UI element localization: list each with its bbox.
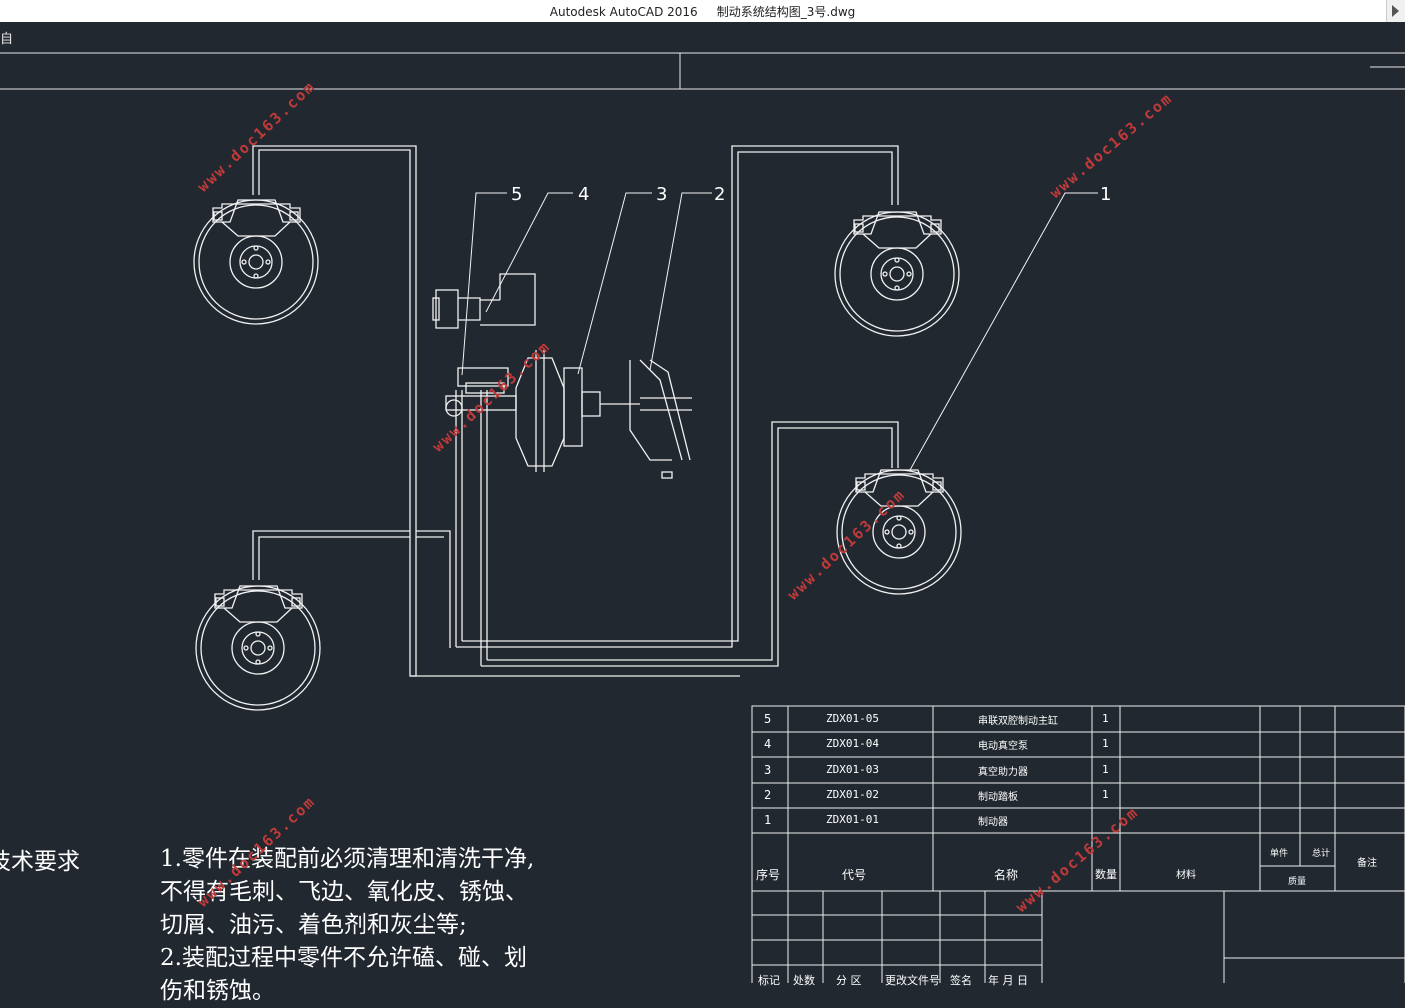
tech-req-heading: 技术要求 (0, 849, 80, 875)
bom-header-material: 材料 (1176, 870, 1196, 881)
bom-row-code: ZDX01-05 (826, 712, 879, 725)
bom-header-no: 序号 (756, 868, 781, 882)
brake-pipes (252, 145, 899, 677)
bom-header-mass: 质量 (1288, 877, 1307, 887)
brake-wheel-top-left (193, 199, 319, 325)
scroll-up-button[interactable] (1386, 0, 1405, 22)
rev-count: 处数 (793, 974, 815, 987)
balloon-3: 3 (656, 184, 667, 205)
bom-row-no: 3 (764, 763, 772, 777)
balloon-2: 2 (714, 184, 725, 205)
master-cylinder-booster (445, 350, 692, 479)
rev-date: 年 月 日 (988, 974, 1028, 987)
bom-row-name: 真空助力器 (978, 767, 1028, 778)
brake-wheel-top-right (834, 211, 960, 337)
bom-header-name: 名称 (994, 868, 1019, 882)
balloon-4: 4 (578, 184, 589, 205)
arrow-right-icon (1392, 5, 1399, 17)
title-bar: Autodesk AutoCAD 2016 制动系统结构图_3号.dwg (0, 0, 1405, 22)
bom-header-remark: 备注 (1357, 858, 1377, 869)
bom-row-no: 5 (764, 712, 772, 726)
bom-row-code: ZDX01-01 (826, 813, 879, 826)
bom-row-qty: 1 (1102, 788, 1109, 801)
tech-req-line-5: 伤和锈蚀。 (160, 978, 275, 1004)
tech-req-line-4: 2.装配过程中零件不允许磕、碰、划 (160, 945, 527, 971)
balloon-5: 5 (511, 184, 522, 205)
electric-vacuum-pump (432, 273, 536, 329)
leader-lines (461, 192, 1098, 471)
bom-row-no: 1 (764, 813, 772, 827)
bom-row-code: ZDX01-02 (826, 788, 879, 801)
brake-wheel-bottom-left (195, 585, 321, 711)
menu-stub[interactable]: 自 (0, 32, 14, 47)
bom-row-name: 制动踏板 (978, 792, 1018, 803)
bom-header-total: 总计 (1312, 849, 1331, 859)
balloon-1: 1 (1100, 184, 1111, 205)
tech-req-line-1: 1.零件在装配前必须清理和清洗干净, (160, 846, 535, 872)
bom-row-no: 4 (764, 737, 772, 751)
bom-row-name: 串联双腔制动主缸 (978, 716, 1058, 727)
window-title: Autodesk AutoCAD 2016 制动系统结构图_3号.dwg (549, 5, 856, 19)
bom-row-code: ZDX01-04 (826, 737, 879, 750)
drawing-frame (0, 52, 1405, 90)
bom-header-qty: 数量 (1095, 868, 1117, 881)
bom-row-qty: 1 (1102, 712, 1109, 725)
bom-row-qty: 1 (1102, 737, 1109, 750)
bom-row-qty: 1 (1102, 763, 1109, 776)
brake-wheel-bottom-right (836, 469, 962, 595)
bom-table (751, 705, 1405, 983)
tech-req-line-2: 不得有毛刺、飞边、氧化皮、锈蚀、 (160, 879, 528, 905)
bom-row-name: 电动真空泵 (978, 741, 1028, 752)
bom-row-name: 制动器 (978, 817, 1008, 828)
tech-req-line-3: 切屑、油污、着色剂和灰尘等; (160, 912, 467, 938)
rev-doc: 更改文件号 (885, 974, 940, 987)
rev-zone: 分 区 (836, 974, 862, 987)
balloon-labels: 5 4 3 2 1 (511, 184, 1111, 205)
bom-row-no: 2 (764, 788, 772, 802)
drawing-canvas[interactable]: 5 4 3 2 1 (0, 22, 1405, 983)
bom-header-unit: 单件 (1270, 849, 1289, 859)
bom-row-code: ZDX01-03 (826, 763, 879, 776)
rev-mark: 标记 (758, 974, 780, 987)
rev-sign: 签名 (950, 974, 972, 987)
bom-header-code: 代号 (842, 868, 867, 882)
